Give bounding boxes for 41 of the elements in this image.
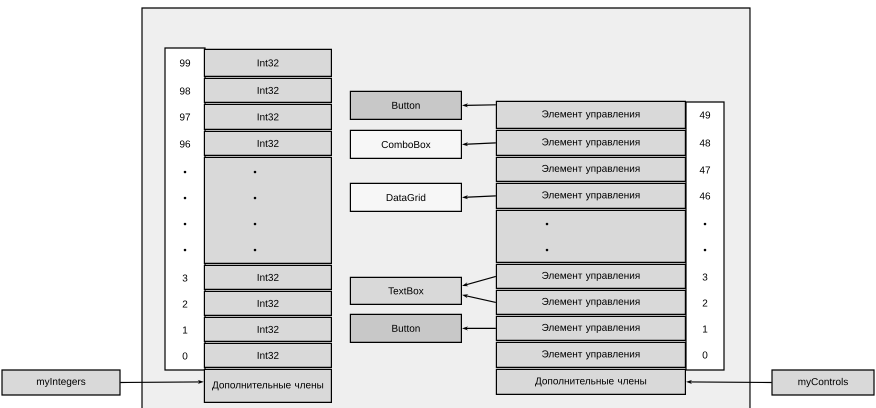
array-cell: Int32: [204, 104, 332, 130]
index-number: 3: [702, 273, 708, 281]
array-cell: Int32: [204, 342, 332, 368]
index-number: 0: [182, 352, 188, 360]
index-number: 1: [703, 326, 708, 332]
object-box: Button: [350, 90, 462, 120]
overhead-cell: Дополнительные члены: [204, 368, 332, 403]
object-box: ComboBox: [350, 130, 462, 159]
array-cell: Int32: [204, 78, 332, 103]
array-cell: Int32: [204, 48, 332, 77]
index-number: 1: [183, 326, 188, 334]
index-number: 3: [182, 274, 188, 282]
array-cell: Элемент управления: [496, 342, 686, 368]
array-cell: Элемент управления: [496, 316, 686, 341]
index-number: 2: [702, 300, 708, 306]
index-number: 97: [180, 113, 190, 121]
array-cell: Int32: [204, 290, 332, 316]
index-number: 49: [700, 111, 710, 119]
array-cell: Элемент управления: [496, 182, 686, 209]
variable-box: myControls: [771, 369, 875, 396]
array-cell: Элемент управления: [496, 130, 686, 156]
array-cell: Элемент управления: [496, 156, 686, 182]
array-cell: Int32: [204, 130, 332, 156]
index-number: 99: [180, 59, 190, 67]
array-cell: Элемент управления: [496, 264, 686, 289]
object-box: Button: [350, 314, 462, 343]
index-number: 96: [180, 140, 190, 148]
overhead-cell: Дополнительные члены: [496, 368, 686, 395]
array-cell: Элемент управления: [496, 290, 686, 315]
array-cell: Int32: [204, 264, 332, 290]
variable-box: myIntegers: [1, 369, 121, 396]
array-cell: Int32: [204, 316, 332, 342]
index-number: 2: [182, 300, 188, 308]
index-number: 47: [700, 166, 710, 174]
array-cell: Элемент управления: [496, 100, 686, 129]
index-number: 98: [180, 87, 190, 95]
index-number: 48: [700, 139, 710, 147]
index-number: 46: [700, 192, 710, 200]
object-box: TextBox: [350, 276, 462, 305]
object-box: DataGrid: [350, 182, 462, 212]
index-number: 0: [702, 351, 708, 359]
